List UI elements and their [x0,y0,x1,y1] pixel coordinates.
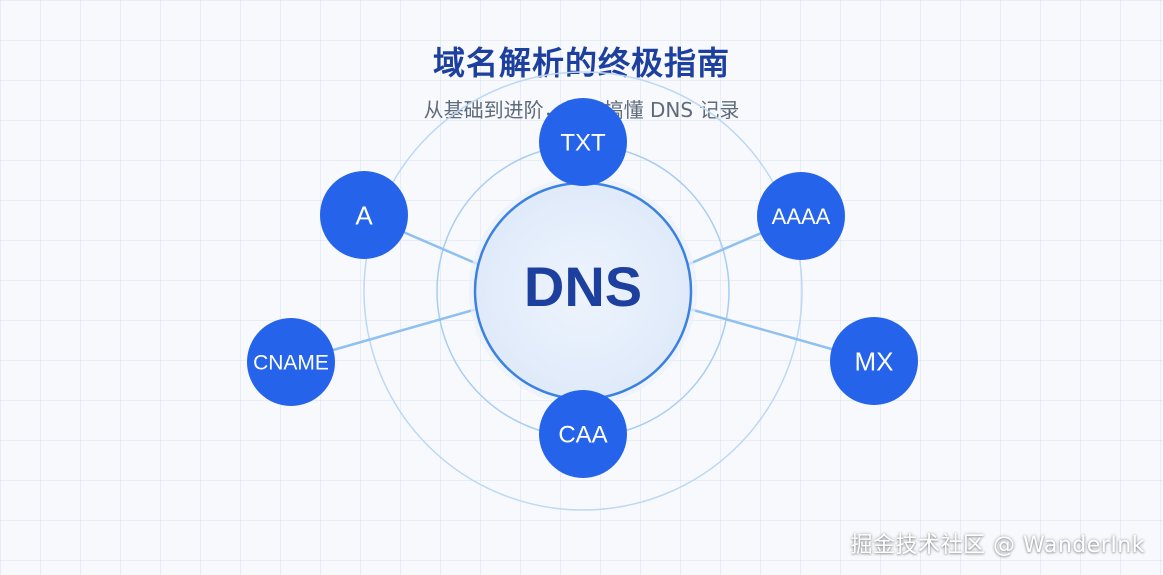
center-hub-label: DNS [524,255,642,318]
record-node-a: A [320,171,408,259]
record-node-label: TXT [560,130,606,157]
record-node-label: AAAA [772,204,831,229]
record-node-label: CAA [558,422,607,449]
record-node-cname: CNAME [247,318,335,406]
record-node-circle [830,317,918,405]
record-node-txt: TXT [539,98,627,186]
record-node-circle [539,390,627,478]
record-node-label: CNAME [253,352,329,375]
outer-orbit-ring [363,71,803,511]
record-node-circle [320,171,408,259]
record-node-circle [757,172,845,260]
record-node-circle [539,98,627,186]
record-node-label: A [355,200,373,230]
record-node-label: MX [855,346,894,376]
record-node-caa: CAA [539,390,627,478]
record-node-aaaa: AAAA [757,172,845,260]
record-node-circle [247,318,335,406]
page-title: 域名解析的终极指南 [432,44,730,82]
record-node-mx: MX [830,317,918,405]
watermark: 掘金技术社区 @ WanderInk [850,533,1145,558]
